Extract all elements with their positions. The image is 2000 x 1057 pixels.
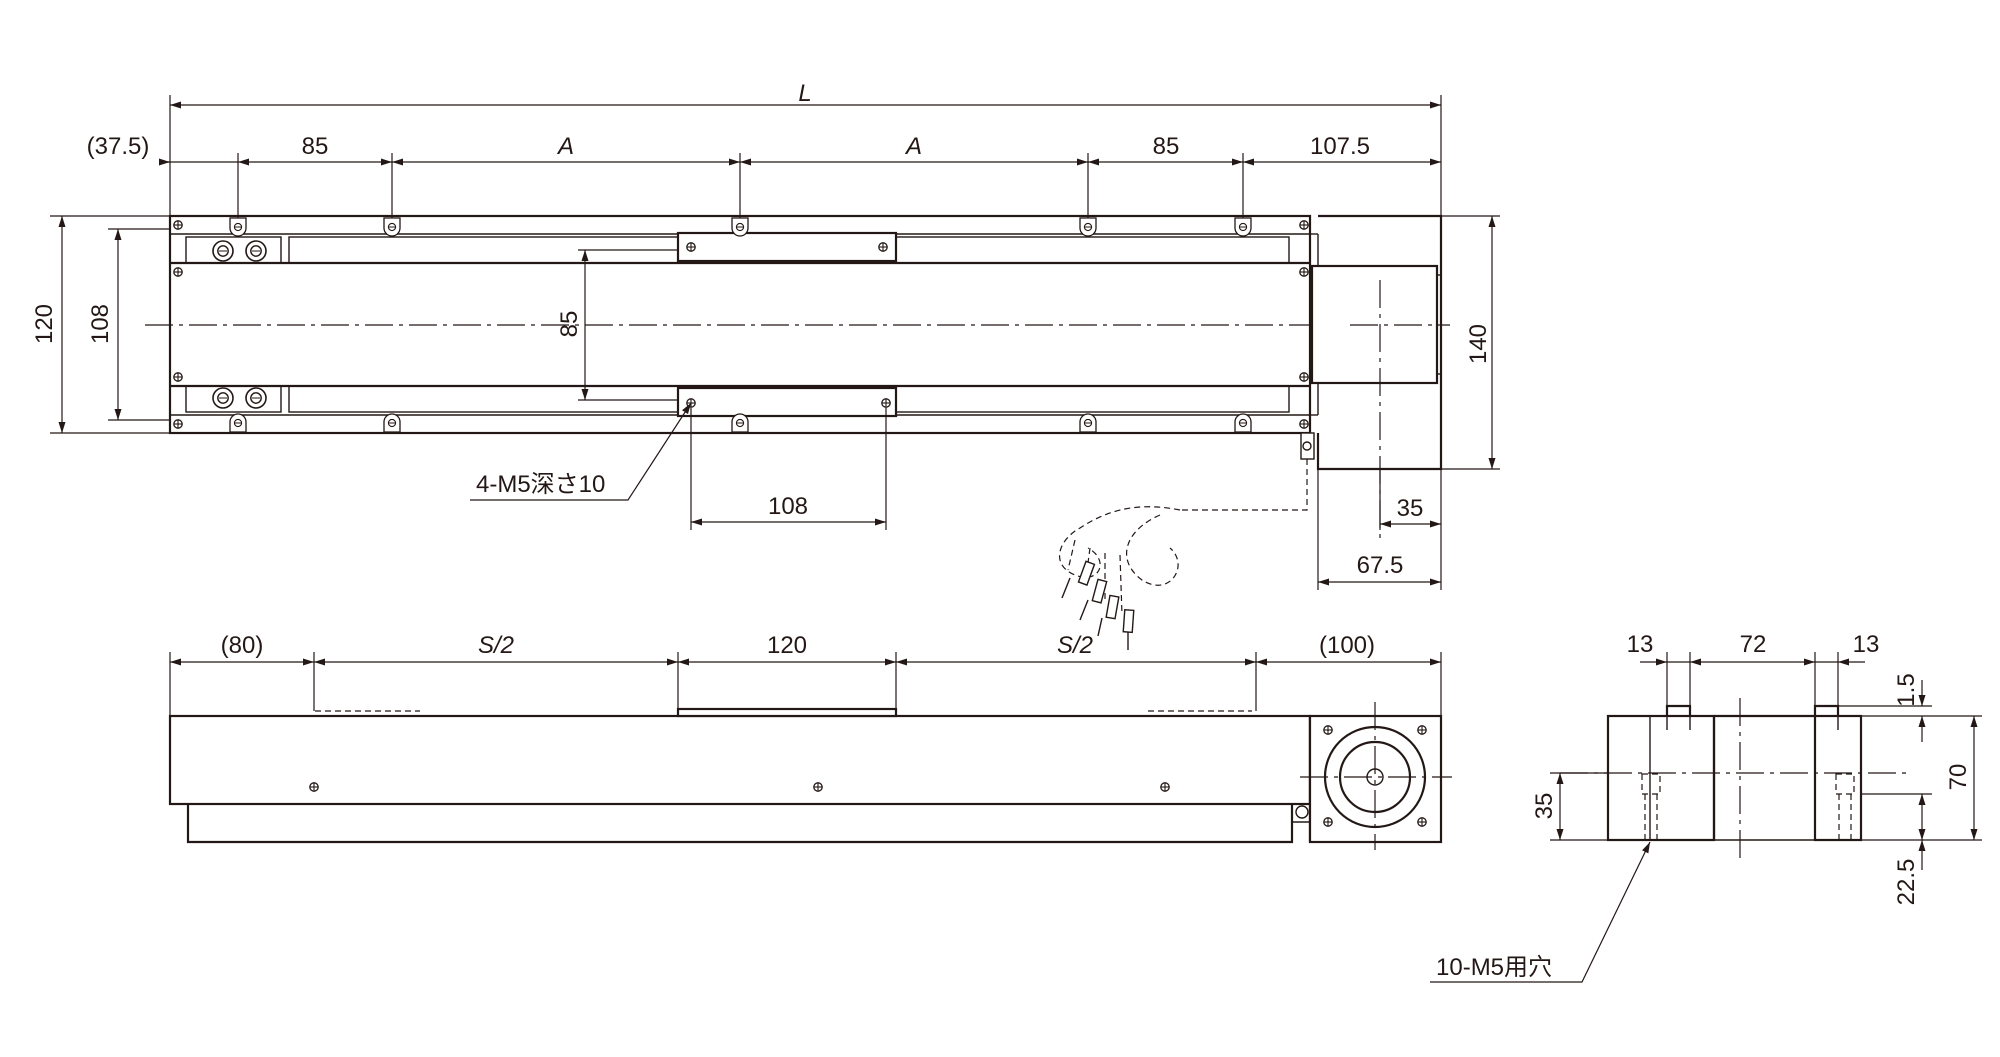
dim-13-right: 13 <box>1853 631 1880 658</box>
dim-85-inner: 85 <box>556 311 583 338</box>
dim-13-left: 13 <box>1627 631 1654 658</box>
dim-100: (100) <box>1319 632 1375 659</box>
dim-35: 35 <box>1397 495 1424 522</box>
dim-70: 70 <box>1945 764 1972 791</box>
dim-140: 140 <box>1465 324 1492 364</box>
dim-120-front: 120 <box>767 632 807 659</box>
dim-85-right: 85 <box>1153 133 1180 160</box>
dim-A-1: A <box>556 133 574 160</box>
dim-35-side: 35 <box>1531 793 1558 820</box>
dim-S2-1: S/2 <box>478 632 514 659</box>
dim-108-left: 108 <box>87 304 114 344</box>
dim-108-bottom: 108 <box>768 493 808 520</box>
dim-85-left: 85 <box>302 133 329 160</box>
dim-L: L <box>798 80 811 107</box>
dim-80: (80) <box>221 632 264 659</box>
dim-72: 72 <box>1740 631 1767 658</box>
dim-120: 120 <box>31 304 58 344</box>
dim-15: 1.5 <box>1893 673 1920 706</box>
front-view: (80) S/2 120 S/2 (100) <box>168 632 1452 850</box>
dim-225: 22.5 <box>1893 859 1920 906</box>
note-mount-holes: 10-M5用穴 <box>1436 954 1552 981</box>
side-view: 13 72 13 1.5 70 22.5 35 10-M5用穴 <box>1430 631 1982 983</box>
note-tapped-holes: 4-M5深さ10 <box>476 471 605 498</box>
dim-675: 67.5 <box>1357 552 1404 579</box>
dim-1075: 107.5 <box>1310 133 1370 160</box>
dim-left-offset: (37.5) <box>87 133 150 160</box>
dim-A-2: A <box>904 133 922 160</box>
top-view: L (37.5) 85 A A 85 107.5 120 108 85 140 <box>31 80 1500 650</box>
dim-S2-2: S/2 <box>1057 632 1093 659</box>
